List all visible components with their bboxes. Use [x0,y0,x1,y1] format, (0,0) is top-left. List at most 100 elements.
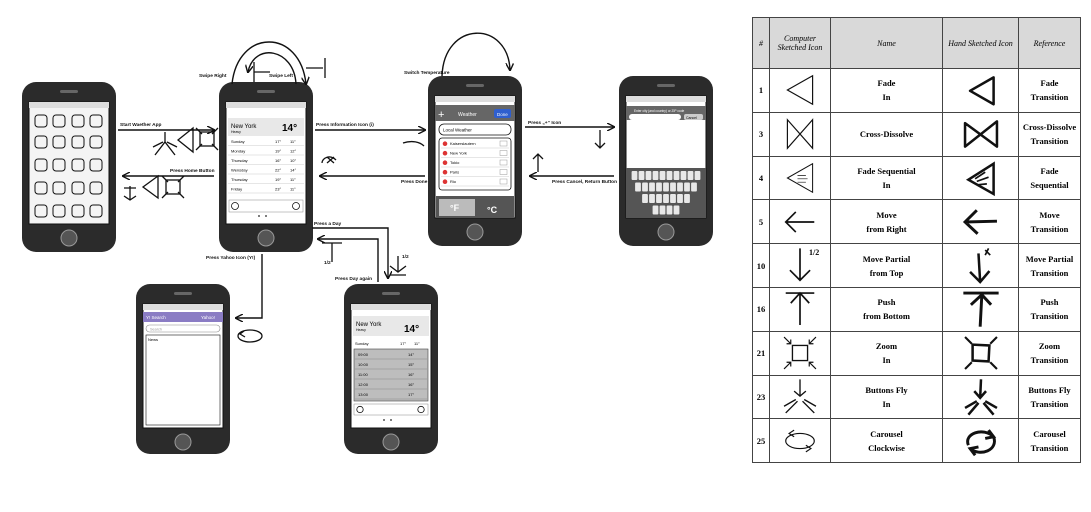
reference-line: Buttons Fly [1028,384,1071,395]
hourly-city: New York [356,322,382,328]
yahoo-icon[interactable] [231,202,239,210]
hourly-yahoo-icon[interactable] [356,405,364,414]
add-city-icon[interactable]: + [438,109,444,121]
day-name[interactable]: Monday [231,149,245,154]
header-hand-icon: Hand Sketched Icon [942,17,1019,69]
info-icon[interactable] [292,202,300,210]
transition-name-line: In [882,92,891,103]
move-partial-from-top-hand-icon [968,247,991,284]
transition-name-line: Buttons Fly [865,384,908,395]
day-name[interactable]: Sunday [231,139,245,144]
hour-time: 12:00 [358,382,369,387]
label-press-plus-icon: Press „+“ Icon [528,120,561,126]
keyboard-key[interactable] [652,205,659,215]
keyboard-key[interactable] [691,182,697,192]
keyboard-key[interactable] [656,182,662,192]
day-name[interactable]: Wensday [231,168,248,173]
keyboard-key[interactable] [638,171,645,180]
keyboard-key[interactable] [694,171,701,180]
transition-name-line: Zoom [875,341,898,352]
keyboard-key[interactable] [652,171,659,180]
keyboard-key[interactable] [666,171,673,180]
day-name[interactable]: Friday [231,187,242,192]
keyboard-key[interactable] [656,194,662,203]
transition-name-line: from Right [866,223,907,234]
keyboard-key[interactable] [663,182,669,192]
add-city-cancel-button[interactable] [684,114,703,120]
day-name[interactable]: Thursday [231,177,248,182]
day-lo: 10° [290,158,296,163]
yahoo-news-tab[interactable]: News [148,337,158,342]
keyboard-key[interactable] [673,171,680,180]
label-half-a: 1/2 [324,260,331,266]
reorder-handle-icon[interactable] [499,169,508,175]
keyboard-key[interactable] [659,171,666,180]
transition-name-line: Move Partial [862,253,911,264]
hourly-day-lo: 11° [414,341,420,346]
keyboard-key[interactable] [670,182,676,192]
add-city-prompt: Enter city (and country) or ZIP code [634,109,684,113]
keyboard-key[interactable] [631,171,638,180]
keyboard-key[interactable] [670,194,676,203]
keyboard-key[interactable] [642,194,648,203]
keyboard-key[interactable] [680,171,687,180]
keyboard-key[interactable] [684,194,690,203]
carousel-clockwise-computer-icon [785,429,815,453]
hour-temp: 16° [408,372,414,377]
hand-sketched-cell [942,155,1019,201]
keyboard-key[interactable] [663,194,669,203]
keyboard-key[interactable] [677,182,683,192]
keyboard-key[interactable] [687,171,694,180]
hand-sketched-cell [942,199,1019,245]
city-name: Rio [450,179,457,184]
keyboard-key[interactable] [659,205,666,215]
hour-time: 09:00 [358,352,369,357]
delete-city-icon[interactable] [442,179,448,184]
keyboard[interactable] [631,171,701,215]
keyboard-key[interactable] [649,182,655,192]
keyboard-key[interactable] [642,182,648,192]
day-lo: 11° [290,139,296,144]
reorder-handle-icon[interactable] [499,150,508,156]
delete-city-icon[interactable] [442,169,448,175]
settings-search-value: Local Weather [443,128,472,133]
delete-city-icon[interactable] [442,141,448,146]
hand-sketched-cell [942,418,1019,464]
keyboard-key[interactable] [649,194,655,203]
keyboard-key[interactable] [645,171,652,180]
add-city-input[interactable] [629,114,681,120]
reorder-handle-icon[interactable] [499,140,508,147]
computer-sketched-cell [769,68,831,113]
day-name[interactable]: Thursday [231,158,248,163]
reorder-handle-icon[interactable] [499,159,508,166]
city-name: New York [450,151,467,156]
day-lo: 14° [290,168,296,173]
done-button[interactable] [494,109,511,118]
weather-city: New York [231,124,257,130]
keyboard-key[interactable] [684,182,690,192]
keyboard-key[interactable] [666,205,673,215]
day-hi: 17° [275,139,281,144]
yahoo-search-input[interactable] [145,324,221,333]
delete-city-icon[interactable] [442,160,448,165]
keyboard-key[interactable] [677,194,683,203]
delete-city-icon[interactable] [442,150,448,156]
keyboard-key[interactable] [635,182,641,192]
row-number: 10 [752,243,770,288]
phone-weather-settings: + Weather Done Local Weather Kaiserslaut… [428,76,522,246]
keyboard-key[interactable] [673,205,680,215]
hourly-subtitle: Heavy [356,328,366,332]
celsius-label[interactable]: °C [487,205,498,215]
reorder-handle-icon[interactable] [499,178,508,185]
hourly-info-icon[interactable] [417,405,425,414]
reference-line: Cross-Dissolve [1022,122,1077,133]
reference-line: Transition [1030,398,1069,409]
fahrenheit-button[interactable] [439,199,475,216]
